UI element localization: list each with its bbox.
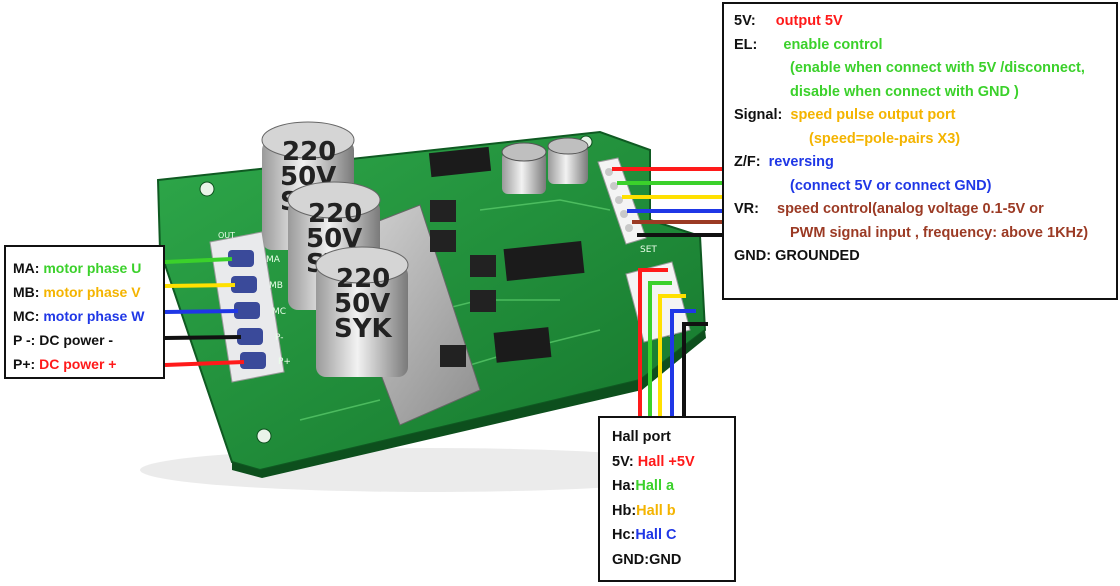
motor-key: MC: bbox=[13, 308, 40, 324]
motor-terminal-legend: MA: motor phase U MB: motor phase V MC: … bbox=[4, 245, 165, 379]
spec-value: speed pulse output port bbox=[790, 107, 956, 123]
spec-row-gnd: GND: GROUNDED bbox=[734, 245, 1116, 269]
motor-key: P -: bbox=[13, 332, 36, 348]
spec-row-zf: Z/F: reversing bbox=[734, 151, 1116, 175]
spec-row-signal: Signal: speed pulse output port bbox=[734, 104, 1116, 128]
spec-value: reversing bbox=[768, 154, 834, 170]
hall-value: Hall b bbox=[636, 502, 676, 519]
motor-row-ma: MA: motor phase U bbox=[13, 256, 163, 280]
motor-row-mb: MB: motor phase V bbox=[13, 280, 163, 304]
capacitor-label-1: 220 bbox=[282, 137, 336, 167]
ic-chip bbox=[428, 146, 492, 178]
control-pin-legend: 5V: output 5V EL: enable control (enable… bbox=[722, 2, 1118, 300]
spec-row-el-note-2: disable when connect with GND ) bbox=[790, 83, 1019, 100]
hall-port-legend: Hall port 5V: Hall +5V Ha:Hall a Hb:Hall… bbox=[598, 416, 736, 582]
hall-row-hc: Hc:Hall C bbox=[612, 523, 734, 548]
motor-row-pminus: P -: DC power - bbox=[13, 328, 163, 352]
spec-row-5v: 5V: output 5V bbox=[734, 10, 1116, 34]
spec-row-el-note-1: (enable when connect with 5V /disconnect… bbox=[790, 60, 1085, 76]
hall-wires bbox=[638, 268, 708, 416]
hall-key: Ha: bbox=[612, 478, 636, 494]
small-capacitor bbox=[501, 142, 547, 194]
hall-row-gnd: GND:GND bbox=[612, 548, 734, 573]
motor-key: MB: bbox=[13, 284, 40, 300]
spec-value: enable control bbox=[783, 36, 883, 53]
hall-row-ha: Ha:Hall a bbox=[612, 474, 734, 499]
silk-out-label: OUT bbox=[218, 231, 235, 240]
hall-row-5v: 5V: Hall +5V bbox=[612, 450, 734, 475]
hall-value: Hall C bbox=[635, 527, 677, 543]
motor-value: motor phase W bbox=[43, 308, 145, 324]
spec-value: output 5V bbox=[775, 13, 843, 29]
control-wires bbox=[612, 167, 722, 237]
hall-key: Hb: bbox=[612, 502, 637, 519]
spec-key: EL: bbox=[734, 36, 758, 53]
spec-row-vr: VR: speed control(analog voltage 0.1-5V … bbox=[734, 198, 1116, 222]
mount-hole bbox=[256, 428, 272, 444]
hall-row-hb: Hb:Hall b bbox=[612, 499, 734, 524]
silk-pin-pminus: P- bbox=[275, 333, 283, 343]
spec-row-zf-note: (connect 5V or connect GND) bbox=[790, 177, 992, 194]
motor-value: motor phase U bbox=[43, 260, 142, 276]
spec-key: 5V: bbox=[734, 13, 756, 29]
hall-value: GND bbox=[649, 551, 682, 568]
capacitor-label-3: SYK bbox=[334, 314, 393, 344]
motor-key: P+: bbox=[13, 356, 36, 372]
hall-title: Hall port bbox=[612, 429, 671, 445]
mosfet bbox=[440, 345, 466, 367]
capacitor: 220 50V SYK bbox=[315, 246, 409, 377]
motor-row-pplus: P+: DC power + bbox=[13, 352, 163, 376]
mosfet bbox=[430, 200, 456, 222]
motor-value: DC power - bbox=[39, 332, 114, 348]
spec-value: speed control(analog voltage 0.1-5V or bbox=[777, 201, 1044, 217]
hall-key: Hc: bbox=[612, 527, 636, 543]
silk-pin-mb: MB bbox=[269, 281, 283, 291]
ic-chip bbox=[503, 241, 585, 281]
motor-value: DC power + bbox=[39, 356, 117, 372]
motor-wires bbox=[164, 257, 245, 367]
spec-value: GROUNDED bbox=[775, 248, 860, 264]
mount-hole bbox=[199, 181, 215, 197]
capacitor-label-1: 220 bbox=[336, 264, 390, 294]
ic-chip bbox=[493, 327, 552, 363]
silk-set-label: SET bbox=[640, 245, 657, 255]
capacitor-label-1: 220 bbox=[308, 199, 362, 229]
silk-pin-ma: MA bbox=[266, 255, 281, 265]
mosfet bbox=[470, 290, 496, 312]
spec-row-vr-note: PWM signal input , frequency: above 1KHz… bbox=[790, 224, 1089, 241]
silk-pin-mc: MC bbox=[272, 307, 286, 317]
spec-key: Z/F: bbox=[734, 154, 761, 170]
silk-pin-pplus: P+ bbox=[278, 357, 291, 367]
spec-row-el: EL: enable control bbox=[734, 34, 1116, 58]
motor-value: motor phase V bbox=[43, 284, 141, 300]
hall-key: 5V: bbox=[612, 453, 634, 470]
spec-key: Signal: bbox=[734, 107, 783, 123]
spec-key: GND: bbox=[734, 248, 772, 264]
motor-terminal-block bbox=[209, 231, 285, 383]
small-capacitor bbox=[547, 137, 589, 184]
spec-row-signal-note: (speed=pole-pairs X3) bbox=[809, 130, 961, 147]
mosfet bbox=[430, 230, 456, 252]
motor-row-mc: MC: motor phase W bbox=[13, 304, 163, 328]
motor-key: MA: bbox=[13, 260, 40, 276]
hall-key: GND: bbox=[612, 551, 650, 568]
capacitor-label-2: 50V bbox=[334, 289, 390, 319]
mosfet bbox=[470, 255, 496, 277]
hall-value: Hall +5V bbox=[637, 453, 695, 470]
hall-value: Hall a bbox=[635, 478, 675, 494]
spec-key: VR: bbox=[734, 201, 759, 217]
